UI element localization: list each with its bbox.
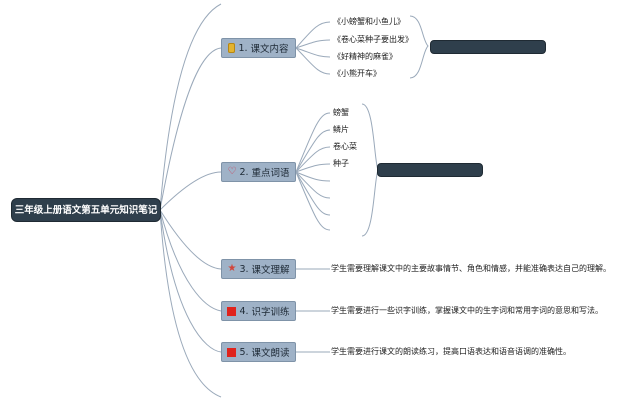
root-node[interactable]: 三年级上册语文第五单元知识笔记 <box>11 198 161 222</box>
flag-icon <box>227 306 237 316</box>
leaf-word-3[interactable]: 卷心菜 <box>333 142 357 151</box>
leaf-word-2[interactable]: 鳞片 <box>333 125 349 134</box>
flag-icon <box>227 347 237 357</box>
connector-empty-bottom <box>159 209 222 398</box>
connector-empty-top <box>159 3 222 211</box>
branch-text-content[interactable]: 1. 课文内容 <box>221 38 296 58</box>
summary-box-words[interactable] <box>377 163 483 177</box>
branch-label: 识字训练 <box>251 307 290 318</box>
connector-branch-2 <box>159 171 222 211</box>
branch-label: 课文内容 <box>250 44 289 55</box>
connector-branch-5 <box>159 209 222 353</box>
branch-label: 课文理解 <box>251 265 290 276</box>
branch-literacy-training[interactable]: 4. 识字训练 <box>221 301 296 321</box>
branch-label: 课文朗读 <box>251 348 290 359</box>
leaf-word-4[interactable]: 种子 <box>333 159 349 168</box>
desc-text-understanding[interactable]: 学生需要理解课文中的主要故事情节、角色和情感，并能准确表达自己的理解。 <box>331 264 611 273</box>
branch-key-words[interactable]: ♡ 2. 重点词语 <box>221 162 296 182</box>
leaf-text-4[interactable]: 《小熊开车》 <box>333 69 381 78</box>
connector-branch-1 <box>159 47 222 211</box>
branch-label: 重点词语 <box>251 168 290 179</box>
branch-text-understanding[interactable]: ★ 3. 课文理解 <box>221 259 296 279</box>
star-icon: ★ <box>227 263 237 274</box>
heart-icon: ♡ <box>227 166 237 177</box>
summary-box-texts[interactable] <box>430 40 546 54</box>
branch-reading-aloud[interactable]: 5. 课文朗读 <box>221 342 296 362</box>
branch-number: 5. <box>239 346 249 358</box>
connector-branch-3 <box>159 209 222 270</box>
branch-number: 3. <box>239 263 249 275</box>
leaf-text-3[interactable]: 《好精神的麻雀》 <box>333 52 397 61</box>
leaf-text-1[interactable]: 《小螃蟹和小鱼儿》 <box>333 17 405 26</box>
connector-branch-4 <box>159 209 222 312</box>
branch-number: 2. <box>239 166 249 178</box>
leaf-word-1[interactable]: 螃蟹 <box>333 108 349 117</box>
leaf-text-2[interactable]: 《卷心菜种子要出发》 <box>333 35 413 44</box>
desc-reading-aloud[interactable]: 学生需要进行课文的朗读练习，提高口语表达和语音语调的准确性。 <box>331 347 571 356</box>
tag-icon <box>228 43 236 53</box>
branch-number: 1. <box>238 42 248 54</box>
branch-number: 4. <box>239 305 249 317</box>
desc-literacy-training[interactable]: 学生需要进行一些识字训练，掌握课文中的生字词和常用字词的意思和写法。 <box>331 306 603 315</box>
